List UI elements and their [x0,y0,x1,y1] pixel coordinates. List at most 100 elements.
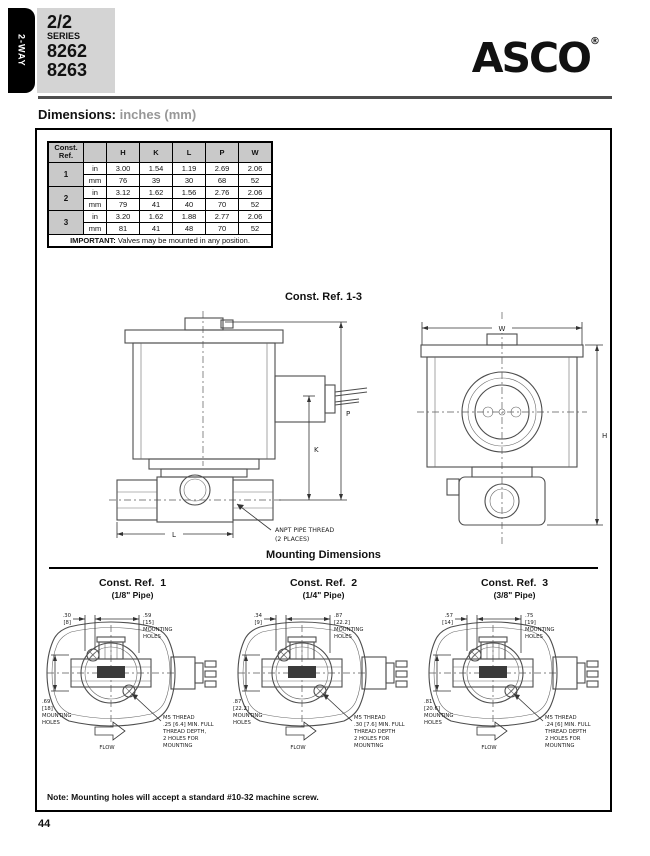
important-label: IMPORTANT: [70,235,116,245]
dim-label: .87 [334,613,342,619]
unit-cell: in [83,161,107,175]
value-cell: 2.06 [238,161,273,175]
valve-side-view-drawing: P K L ANPT PIPE THREAD (2 PLACES) [109,311,368,543]
thread-note: M5 THREAD [545,715,577,721]
value-cell: 1.88 [172,209,206,223]
col-header-w: W [238,141,273,163]
dim-label: .57 [444,613,452,619]
flow-label: FLOW [290,745,306,751]
thread-note: THREAD DEPTH [544,729,586,735]
dim-label: HOLES [233,720,251,726]
unit-cell: mm [83,197,107,211]
table-row: 3 in 3.20 1.62 1.88 2.77 2.06 [47,209,273,235]
value-cell: 41 [139,221,173,235]
dim-label: [9] [254,620,262,626]
unit-cell: in [83,209,107,223]
dim-label: [22.2] [233,706,249,712]
important-text: Valves may be mounted in any position. [115,235,250,245]
thread-note: MOUNTING [354,743,383,749]
value-cell: 1.19 [172,161,206,175]
mounting-col-ref3: Const. Ref. 3 (3/8" Pipe) [419,577,610,760]
mounting-drawing-ref2: .34 [9] .87 [22.2] MOUNTING HOLES .87 [233,613,408,751]
thread-note: 2 HOLES FOR [354,736,390,742]
series-model-2: 8263 [47,60,88,80]
asco-logo-text: ASCO [471,34,592,82]
thread-note: 2 HOLES FOR [545,736,581,742]
value-cell: 70 [205,197,239,211]
value-cell: 2.69 [205,161,239,175]
mounting-ref3-title: Const. Ref. 3 [480,577,549,589]
two-way-side-tab: 2-WAY [8,8,35,93]
value-cell: 40 [172,197,206,211]
thread-note: .30 [7.6] MIN. FULL [354,722,405,728]
table-row: mm 79 41 40 70 52 [48,197,273,211]
dim-label: .69 [42,699,50,705]
dim-label: .34 [253,613,262,619]
thread-note: 2 HOLES FOR [163,736,199,742]
dim-w-label: W [499,325,506,333]
dim-label: MOUNTING [334,627,363,633]
value-cell: 3.20 [106,209,140,223]
value-cell: 52 [238,197,273,211]
table-important-row: IMPORTANT: Valves may be mounted in any … [47,233,273,247]
col-header-l: L [172,141,206,163]
col-header-const-ref: Const. Ref. [47,141,84,163]
dimensions-heading-bold: Dimensions: [38,107,117,122]
dim-label: [20.6] [424,706,440,712]
col-header-p: P [205,141,239,163]
dimensions-heading-units: inches (mm) [116,107,197,122]
mounting-ref2-title: Const. Ref. 2 [289,577,358,589]
table-row: mm 81 41 48 70 52 [48,221,273,235]
dim-label: .87 [233,699,241,705]
value-cell: 1.62 [139,185,173,199]
ref-3-cell: 3 [47,209,84,235]
col-header-k: K [139,141,173,163]
mounting-drawings-row: Const. Ref. 1 (1/8" Pipe) [37,577,610,760]
anpt-callout-line1: ANPT PIPE THREAD [275,527,334,534]
footer-note-bold: Note: [47,792,69,802]
flow-label: FLOW [99,745,115,751]
value-cell: 1.54 [139,161,173,175]
footer-note: Note: Mounting holes will accept a stand… [47,792,319,802]
table-row: 1 in 3.00 1.54 1.19 2.69 2.06 [47,161,273,187]
mounting-col-ref2: Const. Ref. 2 (1/4" Pipe) [228,577,419,760]
value-cell: 2.06 [238,209,273,223]
registered-mark: ® [590,36,600,47]
value-cell: 30 [172,173,206,187]
mounting-section-title: Mounting Dimensions [266,549,381,561]
dim-label: [14] [442,620,453,626]
dim-h-label: H [602,432,607,440]
mounting-drawing-ref1: .30 [8] .59 [15] MOUNTING HOLES [42,613,217,751]
table-row: 2 in 3.12 1.62 1.56 2.76 2.06 [47,185,273,211]
dim-label: .81 [424,699,432,705]
thread-note: MOUNTING [163,743,192,749]
mounting-ref2-pipe: (1/4" Pipe) [302,590,345,600]
unit-cell: mm [83,173,107,187]
thread-note: .25 [6.4] MIN. FULL [163,722,214,728]
valve-front-view-drawing: W H [417,312,607,544]
table-header-row: Const. Ref. H K L P W [47,141,273,163]
flow-label: FLOW [481,745,497,751]
mounting-col-ref1: Const. Ref. 1 (1/8" Pipe) [37,577,228,760]
dim-l-label: L [172,531,176,539]
value-cell: 39 [139,173,173,187]
value-cell: 81 [106,221,140,235]
dim-label: MOUNTING [525,627,554,633]
mounting-ref1-title: Const. Ref. 1 [98,577,167,589]
dim-label: MOUNTING [233,713,262,719]
value-cell: 48 [172,221,206,235]
value-cell: 52 [238,221,273,235]
dim-label: .59 [143,613,151,619]
anpt-callout-line2: (2 PLACES) [275,536,309,543]
value-cell: 2.76 [205,185,239,199]
mounting-section-rule [49,567,598,569]
dim-label: HOLES [424,720,442,726]
value-cell: 3.00 [106,161,140,175]
ref-1-cell: 1 [47,161,84,187]
side-tab-label: 2-WAY [16,34,27,67]
value-cell: 68 [205,173,239,187]
thread-note: M5 THREAD [163,715,195,721]
value-cell: 79 [106,197,140,211]
thread-note: THREAD DEPTH [353,729,395,735]
